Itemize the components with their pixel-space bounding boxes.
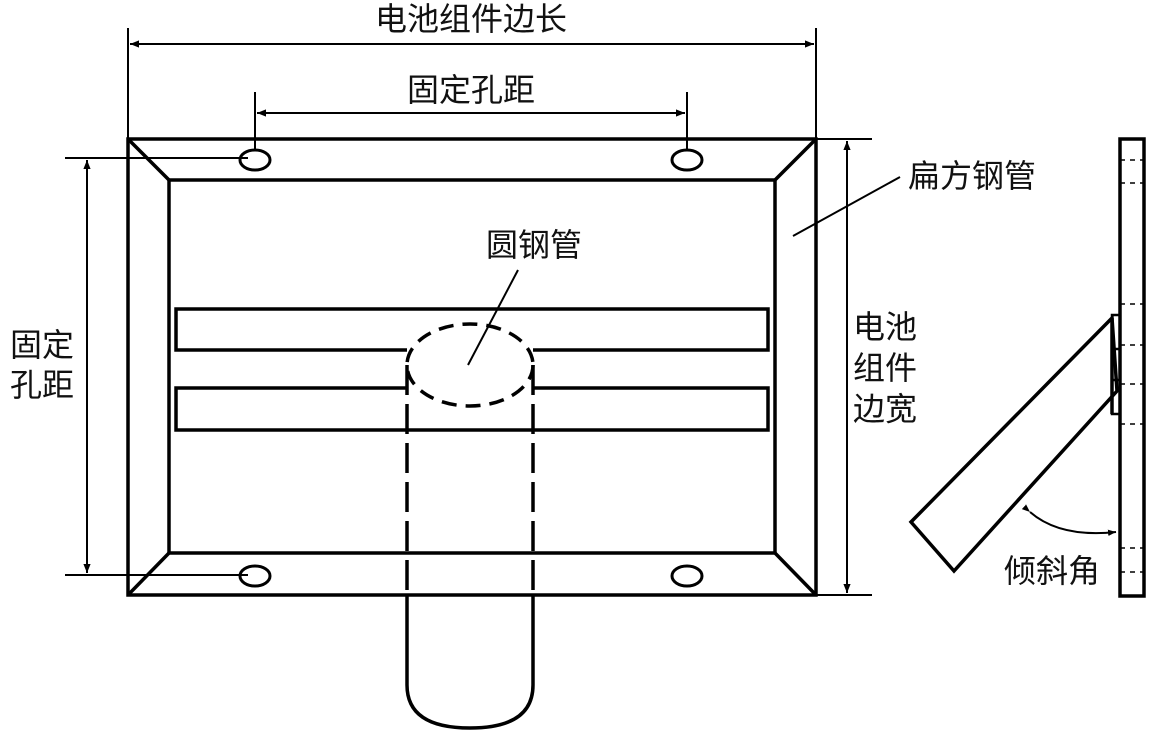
pole-visible-part — [405, 595, 535, 730]
cross-rails — [174, 307, 770, 432]
mounting-hole-top-left — [238, 148, 272, 172]
frame-corner-top-right — [773, 137, 818, 182]
tilt-angle-arc — [1021, 504, 1117, 537]
flat-square-tube-label: 扁方钢管 — [908, 157, 1036, 195]
module-width-label-line2: 组件 — [853, 349, 917, 387]
round-steel-tube-label: 圆钢管 — [486, 226, 582, 264]
mounting-hole-bottom-right — [670, 564, 704, 588]
side-view-pole — [1118, 137, 1146, 598]
hole-spacing-vertical-label-line2: 孔距 — [10, 366, 74, 404]
frame-corner-bottom-right — [773, 551, 818, 597]
side-view — [908, 137, 1146, 598]
side-view-hidden-holes — [1120, 159, 1144, 573]
round-tube-leader — [467, 269, 519, 366]
leader-lines — [467, 176, 901, 366]
module-width-label-line3: 边宽 — [853, 390, 917, 428]
module-width-label-line1: 电池 — [853, 308, 917, 346]
dimension-lines — [65, 28, 872, 596]
side-view-tilted-panel — [908, 314, 1119, 574]
module-length-label: 电池组件边长 — [375, 0, 567, 38]
side-view-bracket-upper — [1110, 313, 1122, 351]
hole-spacing-vertical-label-line1: 固定 — [10, 326, 74, 364]
flat-tube-leader — [792, 176, 901, 237]
upper-rail — [174, 307, 770, 352]
round-steel-pole — [405, 322, 535, 730]
frame-outer-edge — [126, 137, 818, 597]
tilt-angle-label: 倾斜角 — [1004, 552, 1100, 590]
mounting-hole-top-right — [670, 148, 704, 172]
frame-corner-top-left — [126, 137, 171, 182]
module-frame — [126, 137, 818, 597]
side-view-brackets — [1110, 313, 1122, 416]
side-view-bracket-lower — [1110, 378, 1122, 416]
mounting-holes — [238, 148, 704, 588]
lower-rail — [174, 386, 770, 432]
frame-inner-edge — [167, 178, 777, 555]
pole-top-hidden-outline — [405, 322, 535, 408]
hole-spacing-horizontal-label: 固定孔距 — [407, 71, 535, 109]
